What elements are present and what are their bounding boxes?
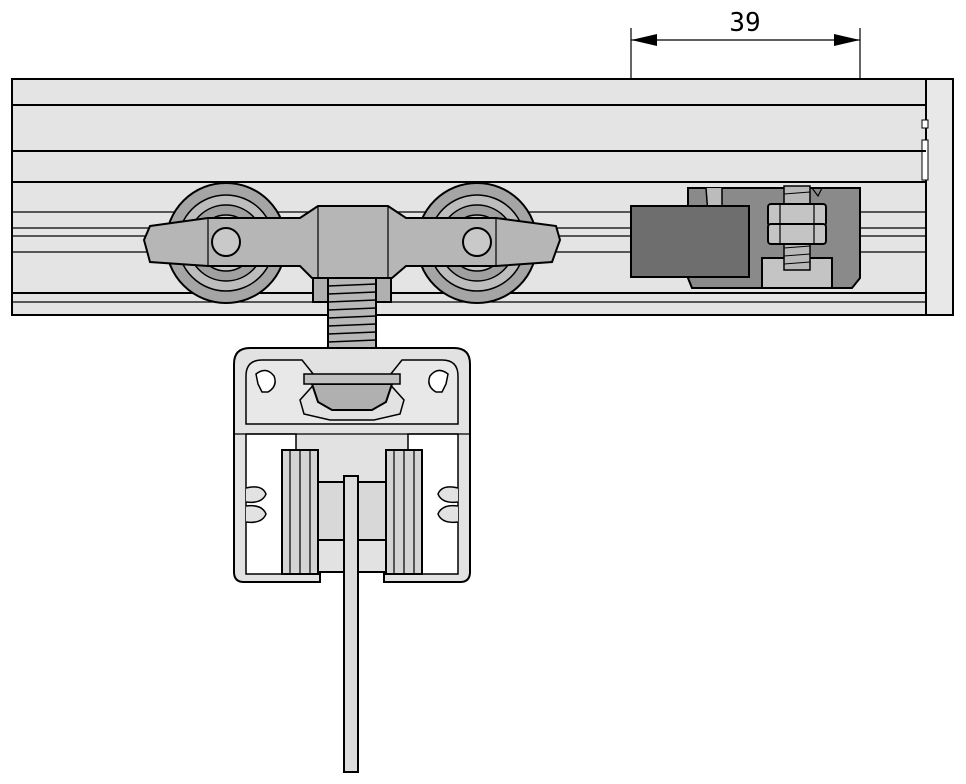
bolt-saddle — [310, 383, 394, 411]
guide-roller-right — [385, 449, 423, 575]
end-cap-clip — [921, 139, 929, 181]
wheel-axle-right — [462, 227, 492, 257]
wheel-axle-left — [211, 227, 241, 257]
stopper-rubber-block — [630, 205, 750, 278]
end-cap-clip — [921, 119, 929, 129]
dimension-39: 39 — [630, 8, 861, 206]
stopper-nut-upper — [767, 203, 827, 227]
dimension-value: 39 — [729, 8, 760, 38]
guide-roller-left — [281, 449, 319, 575]
end-stopper — [630, 185, 861, 289]
dimension-arrow-right — [834, 34, 860, 46]
door-panel-edge — [343, 475, 359, 773]
stopper-nut-lower — [767, 223, 827, 245]
carriage-body — [142, 205, 562, 279]
stopper-base-plate — [761, 257, 833, 289]
dimension-arrow-left — [631, 34, 657, 46]
rail-end-cap — [925, 78, 954, 316]
